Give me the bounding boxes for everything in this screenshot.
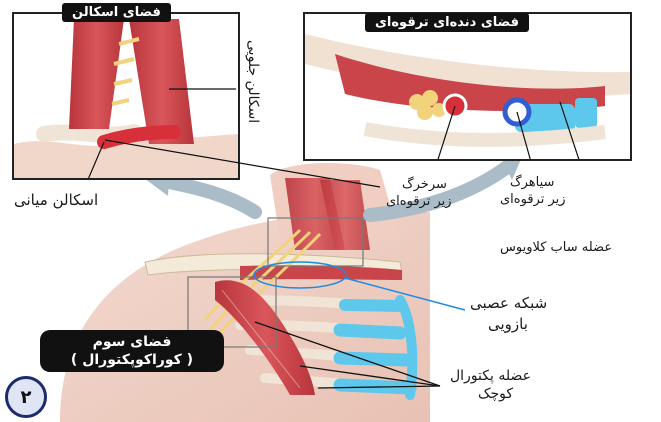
subclavius-muscle-label: عضله ساب کلاویوس — [500, 240, 613, 255]
plexus-highlight — [253, 261, 347, 289]
neck-muscle-2 — [320, 180, 370, 250]
anterior-scalene-muscle — [129, 19, 194, 144]
arrow-to-costoclavicular-inset — [363, 158, 517, 222]
brachial-plexus-label-2: بازویی — [488, 315, 528, 333]
third-space-line-2: ( کوراکوپکتورال ) — [70, 352, 194, 369]
brachial-plexus — [203, 228, 322, 340]
subclavian-artery-label-2: زیر ترقوه‌ای — [386, 194, 452, 209]
subclavius-muscle — [240, 265, 402, 280]
costoclavicular-inset-title: فضای دنده‌ای ترقوه‌ای — [365, 13, 529, 32]
subclavian-vein-label-2: زیر ترقوه‌ای — [500, 192, 566, 207]
pectoralis-minor-pointers — [254, 321, 441, 389]
figure-number-badge: ۲ — [5, 376, 47, 418]
pectoralis-minor — [215, 280, 315, 395]
subclavian-vein-label-1: سیاهرگ — [510, 175, 555, 190]
scalene-inset — [12, 12, 240, 190]
pectoralis-minor-label-1: عضله پکتورال — [450, 368, 531, 384]
clavicle-section — [335, 54, 605, 111]
middle-scalene-label: اسکالن میانی — [14, 191, 99, 209]
scalene-inset-title: فضای اسکالن — [62, 3, 171, 22]
third-space-label: فضای سوم ( کوراکوپکتورال ) — [40, 330, 224, 373]
scalene-region-frame — [267, 217, 364, 267]
nerve-section — [409, 90, 446, 120]
third-space-frame — [187, 276, 277, 348]
middle-scalene-muscle — [69, 19, 124, 129]
brachial-plexus-label-1: شبکه عصبی — [470, 294, 548, 312]
costoclavicular-inset — [303, 12, 632, 255]
third-space-line-1: فضای سوم — [92, 334, 172, 350]
anterior-scalene-label: اسکالن جلویی — [245, 40, 262, 124]
pectoralis-minor-label-2: کوچک — [478, 386, 514, 402]
subclavian-artery-label-1: سرخرگ — [402, 177, 447, 192]
